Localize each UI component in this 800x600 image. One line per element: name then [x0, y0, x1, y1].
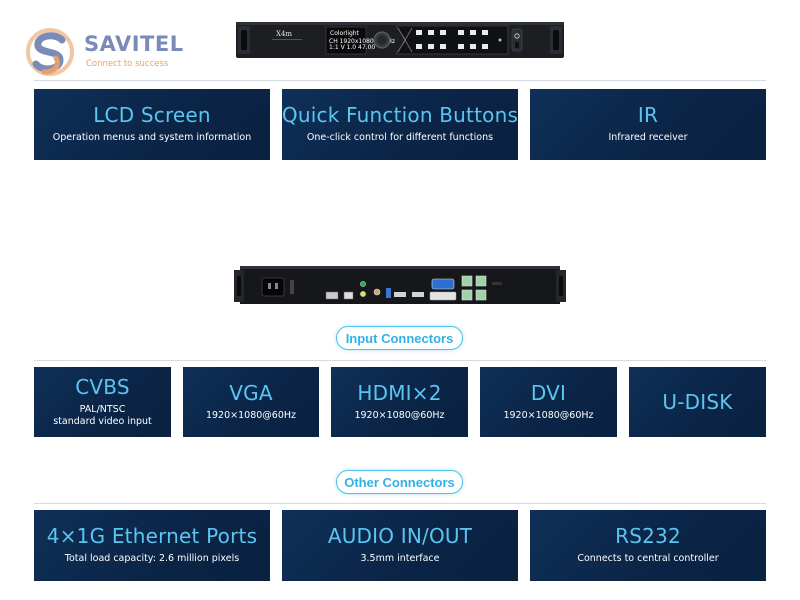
- input-desc: 1920×1080@60Hz: [503, 409, 594, 421]
- input-title: DVI: [530, 380, 567, 405]
- other-card-ethernet: 4×1G Ethernet Ports Total load capacity:…: [34, 510, 270, 581]
- feature-desc: One-click control for different function…: [306, 132, 494, 144]
- feature-title: Quick Function Buttons: [282, 103, 518, 128]
- input-title: HDMI×2: [357, 380, 442, 405]
- input-card-cvbs: CVBS PAL/NTSC standard video input: [34, 367, 171, 437]
- other-title: AUDIO IN/OUT: [327, 524, 473, 549]
- device-rear-panel: [234, 266, 566, 304]
- audio-in-port: [360, 281, 366, 287]
- input-card-dvi: DVI 1920×1080@60Hz: [480, 367, 617, 437]
- input-card-hdmi: HDMI×2 1920×1080@60Hz: [331, 367, 468, 437]
- other-title: RS232: [615, 524, 681, 549]
- input-title: VGA: [229, 380, 273, 405]
- front-brand: X4m: [276, 30, 292, 38]
- vga-port: [431, 278, 455, 290]
- section-label-input: Input Connectors: [336, 326, 463, 350]
- logo-tagline: Connect to success: [86, 59, 169, 69]
- front-function-buttons: [416, 30, 488, 49]
- input-desc: PAL/NTSC: [79, 403, 126, 415]
- ethernet-ports: [461, 275, 487, 301]
- lcd-brand-text: Colorlight: [330, 30, 360, 37]
- input-card-udisk: U-DISK: [629, 367, 766, 437]
- usb-b-port: [343, 291, 354, 300]
- feature-title: IR: [637, 103, 659, 128]
- feature-title: LCD Screen: [93, 103, 211, 128]
- input-desc: 1920×1080@60Hz: [354, 409, 445, 421]
- lcd-line-1: CH 1920x1080@60Hz: [329, 38, 395, 45]
- dvi-port: [429, 291, 457, 301]
- other-card-rs232: RS232 Connects to central controller: [530, 510, 766, 581]
- audio-out-port: [360, 291, 366, 297]
- hdmi-port-2: [412, 292, 424, 297]
- feature-card-lcd: LCD Screen Operation menus and system in…: [34, 89, 270, 160]
- feature-desc: Operation menus and system information: [52, 132, 252, 144]
- other-desc: Connects to central controller: [577, 553, 719, 565]
- rs232-port: [325, 291, 339, 300]
- u-disk-port: [386, 288, 391, 298]
- input-desc: 1920×1080@60Hz: [205, 409, 297, 421]
- other-title: 4×1G Ethernet Ports: [46, 524, 258, 549]
- feature-card-buttons: Quick Function Buttons One-click control…: [282, 89, 518, 160]
- input-card-vga: VGA 1920×1080@60Hz: [183, 367, 319, 437]
- savitel-s-logo-icon: [26, 28, 74, 76]
- other-desc: 3.5mm interface: [360, 553, 440, 565]
- logo-wordmark: SAVITEL: [84, 32, 184, 56]
- other-card-audio: AUDIO IN/OUT 3.5mm interface: [282, 510, 518, 581]
- hdmi-port-1: [394, 292, 406, 297]
- cvbs-port: [373, 288, 381, 296]
- lcd-line-2: 1:1 V 1.0 47.00: [329, 44, 375, 51]
- section-label-other: Other Connectors: [336, 470, 463, 494]
- feature-desc: Infrared receiver: [608, 132, 688, 144]
- input-title: CVBS: [75, 374, 130, 399]
- power-icon: [514, 33, 520, 39]
- other-desc: Total load capacity: 2.6 million pixels: [64, 553, 240, 565]
- power-inlet: [261, 277, 285, 297]
- divider-other: [34, 503, 766, 504]
- input-desc-2: standard video input: [53, 416, 152, 427]
- feature-card-ir: IR Infrared receiver: [530, 89, 766, 160]
- savitel-logo: SAVITEL Connect to success: [26, 26, 186, 80]
- divider-top: [34, 80, 766, 81]
- divider-input: [34, 360, 766, 361]
- input-title: U-DISK: [662, 389, 733, 414]
- device-front-panel: X4m Colorlight CH 1920x1080@60Hz 1:1 V 1…: [236, 22, 564, 58]
